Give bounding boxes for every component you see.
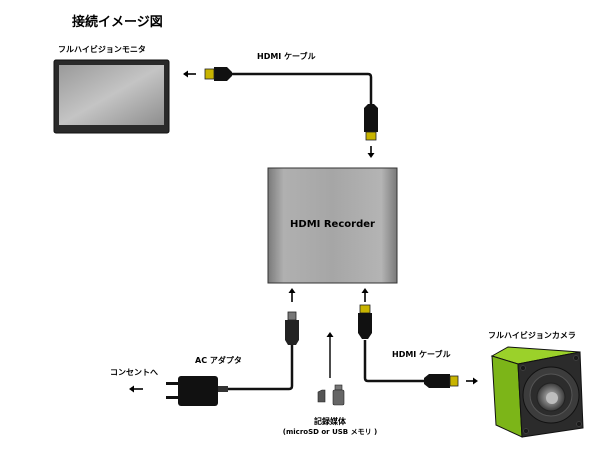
ac-adapter-cable (226, 311, 299, 391)
outlet-label: コンセントへ (110, 368, 158, 377)
hdmi-cable-top (204, 67, 378, 141)
arrow-power-in-icon (288, 288, 296, 302)
monitor-label: フルハイビジョンモニタ (58, 45, 146, 54)
hdmi-cable-bottom (358, 304, 459, 388)
hdmi-cable-top-label: HDMI ケーブル (257, 52, 316, 61)
usb-memory-icon (332, 384, 345, 406)
arrow-storage-in-icon (326, 332, 334, 378)
hdmi-cable-bottom-label: HDMI ケーブル (392, 350, 451, 359)
storage-label-line2: (microSD or USB メモリ ) (282, 428, 378, 436)
ac-adapter-icon (166, 376, 228, 406)
monitor-icon (53, 59, 170, 134)
arrow-hdmi-in-icon (361, 288, 369, 302)
recorder-label: HDMI Recorder (290, 219, 375, 230)
ac-adapter-label: AC アダプタ (195, 356, 242, 365)
arrow-from-camera-icon (466, 377, 478, 385)
microsd-card-icon (317, 389, 326, 403)
camera-icon (490, 346, 584, 438)
arrow-to-recorder-top-icon (367, 146, 375, 158)
storage-label-line1: 記録媒体 (314, 417, 346, 426)
diagram-title: 接続イメージ図 (72, 15, 163, 30)
camera-label: フルハイビジョンカメラ (488, 331, 576, 340)
arrow-to-monitor-icon (183, 70, 196, 78)
arrow-to-outlet-icon (129, 385, 143, 393)
hdmi-recorder-device (267, 167, 398, 284)
